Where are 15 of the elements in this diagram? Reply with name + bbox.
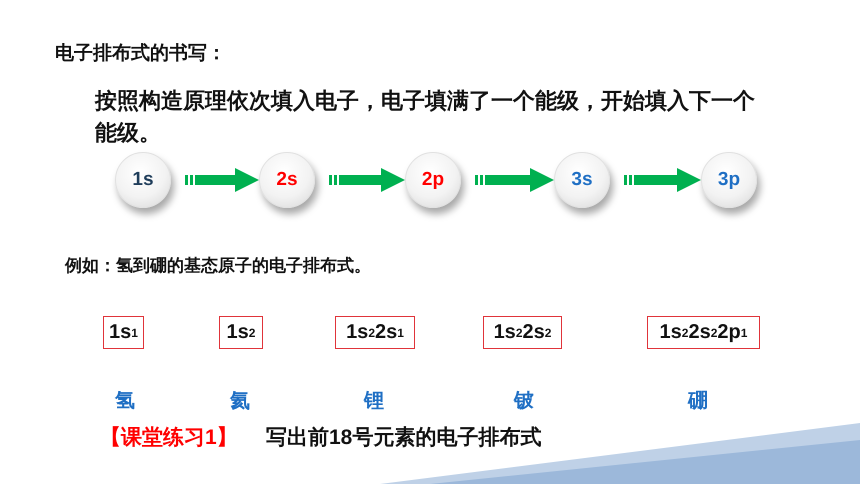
heading: 电子排布式的书写： bbox=[55, 42, 226, 66]
instruction-text: 按照构造原理依次填入电子，电子填满了一个能级，开始填入下一个能级。 bbox=[95, 87, 756, 147]
orbital-circle: 3s bbox=[554, 152, 610, 208]
orbital-circle: 2s bbox=[259, 152, 315, 208]
orbital-circle: 2p bbox=[405, 152, 461, 208]
exercise-text: 写出前18号元素的电子排布式 bbox=[266, 425, 542, 451]
example-text: 例如：氢到硼的基态原子的电子排布式。 bbox=[65, 255, 372, 277]
element-name: 氢 bbox=[115, 389, 135, 414]
orbital-circle: 1s bbox=[115, 152, 171, 208]
element-name: 氦 bbox=[230, 389, 250, 414]
element-name: 铍 bbox=[514, 389, 534, 414]
element-name: 硼 bbox=[688, 389, 708, 414]
exercise-heading: 【课堂练习1】 bbox=[100, 425, 238, 451]
orbital-circle: 3p bbox=[701, 152, 757, 208]
element-name: 锂 bbox=[364, 389, 384, 414]
